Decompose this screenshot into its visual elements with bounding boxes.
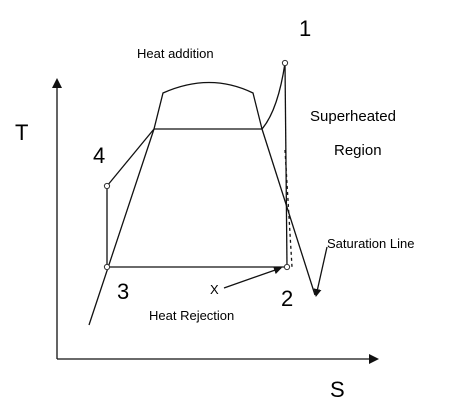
region-label-line2: Region	[334, 142, 382, 159]
state-point-2-marker	[283, 263, 291, 271]
x-axis-label: S	[330, 377, 345, 402]
heat-rejection-label: Heat Rejection	[149, 308, 234, 323]
state-point-4-marker	[103, 182, 111, 190]
state-point-1-label: 1	[299, 16, 311, 41]
state-point-2-label: 2	[281, 286, 293, 311]
heating-4	[106, 128, 155, 187]
superheat-curve	[261, 62, 286, 130]
expansion-dashed	[284, 149, 293, 268]
y-axis-label: T	[15, 120, 28, 145]
x-marker-label: X	[210, 282, 219, 297]
saturation-line-label: Saturation Line	[327, 236, 414, 251]
saturation-pointer-arrow	[313, 246, 328, 297]
heat-addition-label: Heat addition	[137, 46, 214, 61]
saturation-dome-top	[153, 81, 263, 130]
saturation-dome-left	[88, 128, 155, 326]
state-point-3-marker	[103, 263, 111, 271]
region-label-line1: Superheated	[310, 108, 396, 125]
state-point-4-label: 4	[93, 143, 105, 168]
state-point-1-marker	[281, 59, 289, 67]
expansion-1-2	[284, 62, 288, 268]
state-point-3-label: 3	[117, 279, 129, 304]
x-pointer-arrow	[223, 266, 282, 289]
